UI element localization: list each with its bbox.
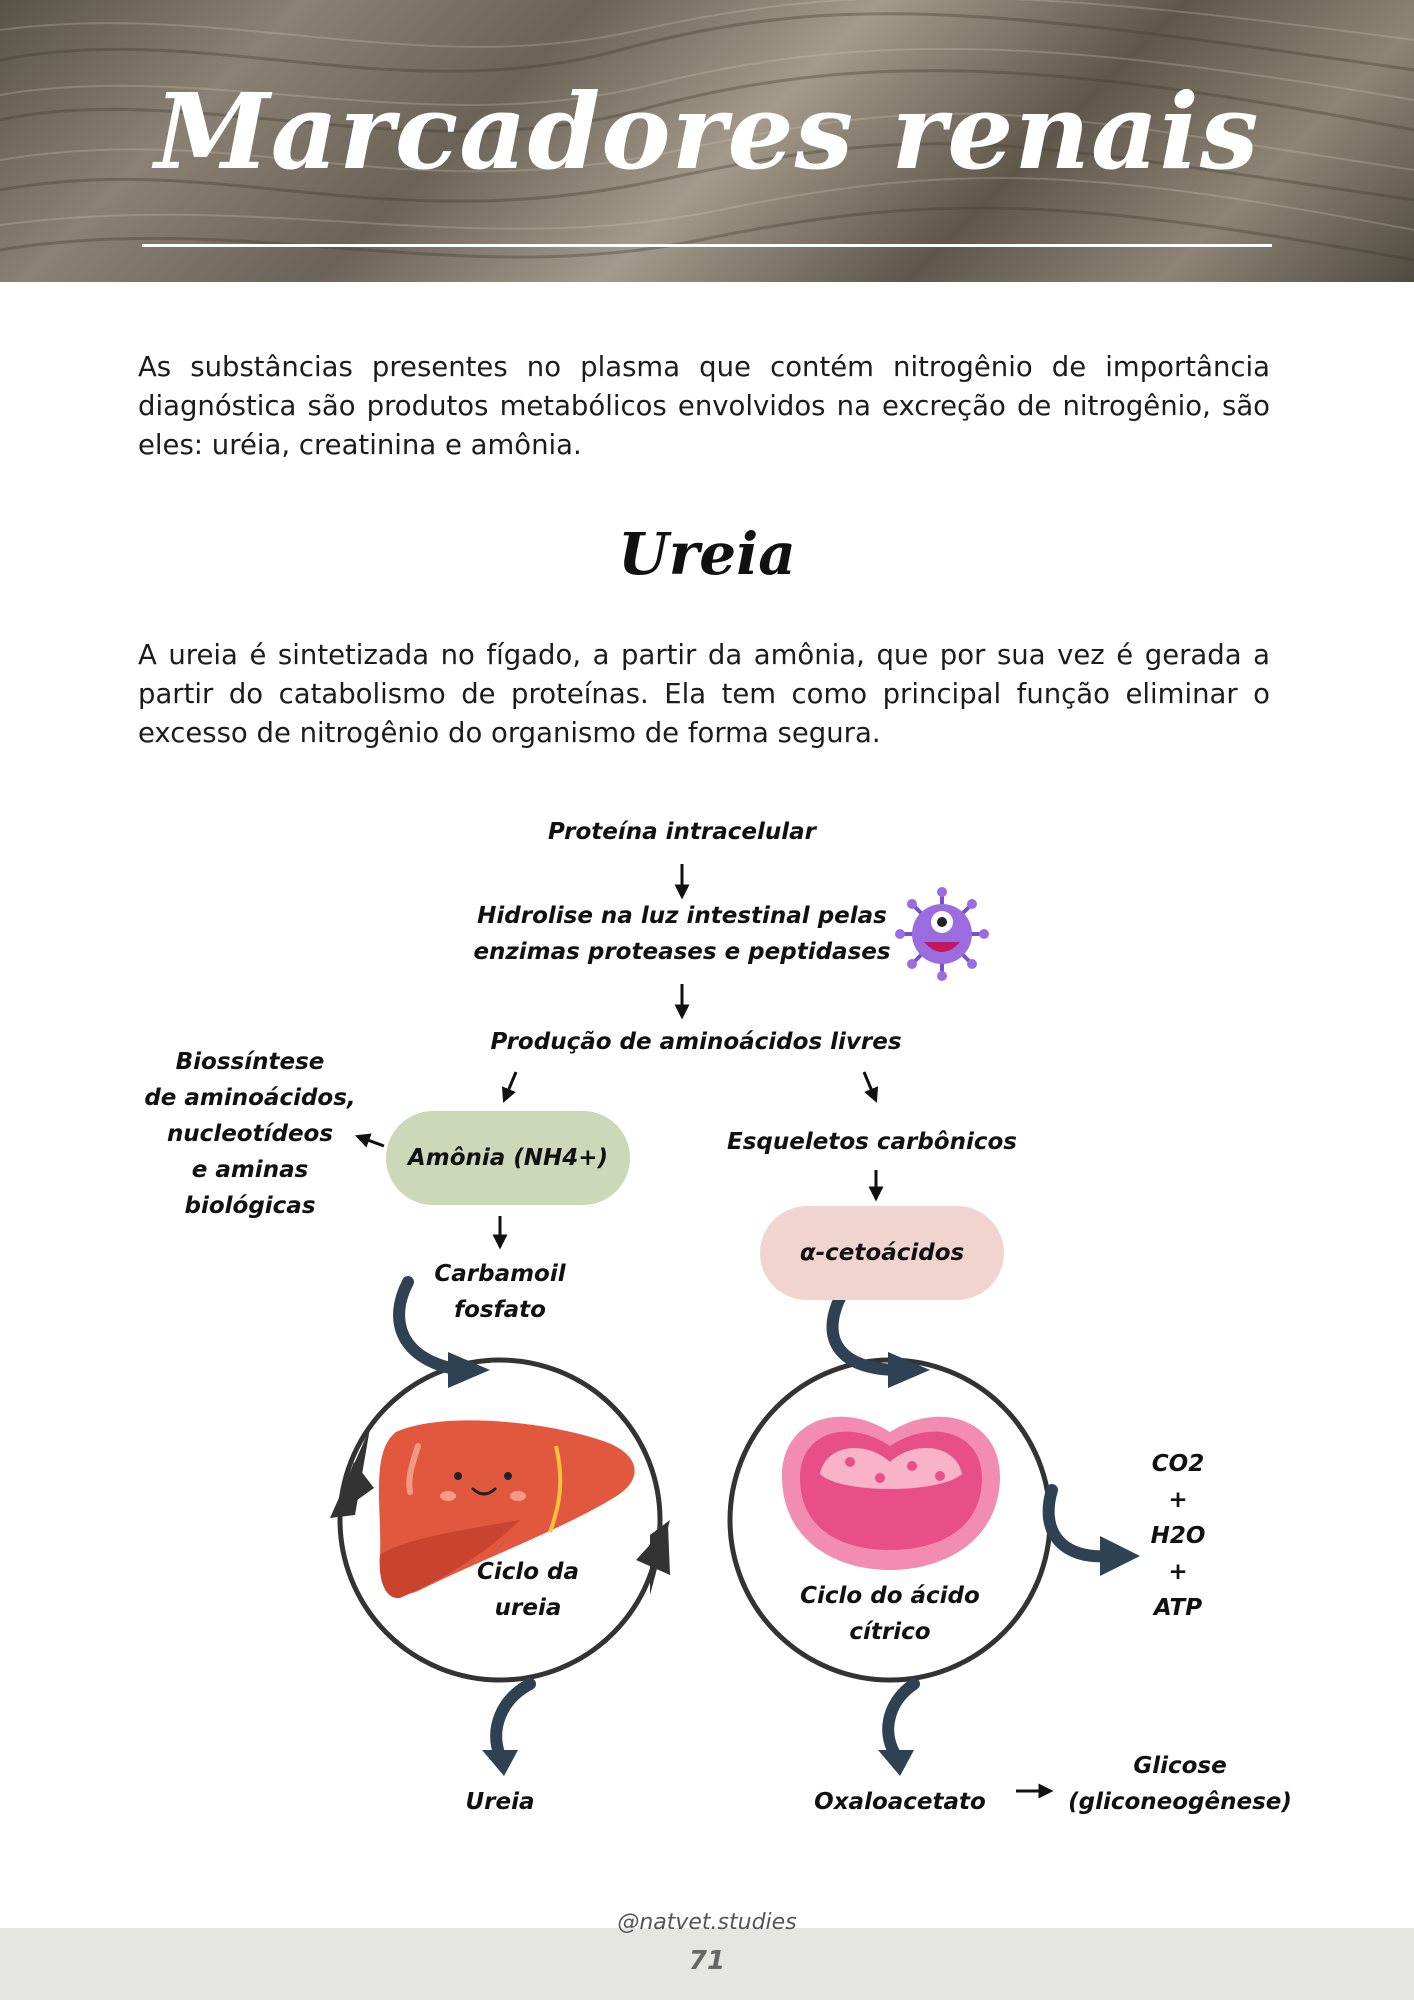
output-h2o: H2O: [1150, 1523, 1206, 1549]
liver-icon: [378, 1420, 635, 1599]
glucose-line-2: (gliconeogênese): [1068, 1789, 1292, 1815]
ammonia-pill: Amônia (NH4+): [386, 1111, 630, 1205]
section-title: Ureia: [618, 520, 796, 588]
glucose-line-1: Glicose: [1133, 1753, 1227, 1779]
biosynthesis-line-4: e aminas: [191, 1157, 309, 1183]
biosynthesis-line-5: biológicas: [184, 1193, 316, 1219]
carbamoyl-line-1: Carbamoil: [434, 1261, 566, 1287]
virus-monster-icon: [895, 887, 989, 981]
citric-cycle-line-1: Ciclo do ácido: [800, 1583, 980, 1609]
biosynthesis-line-3: nucleotídeos: [166, 1121, 334, 1147]
hydrolysis-line-1: Hidrolise na luz intestinal pelas: [477, 903, 887, 929]
title-underline: [142, 244, 1272, 247]
biosynthesis-line-2: de aminoácidos,: [144, 1085, 356, 1111]
page-title: Marcadores renais: [154, 70, 1260, 193]
urea-cycle-ring: [337, 1357, 663, 1683]
dark-curved-arrows: [393, 1276, 1116, 1762]
page-number: 71: [688, 1946, 726, 1976]
carbon-skeletons-label: Esqueletos carbônicos: [727, 1129, 1017, 1155]
author-handle: @natvet.studies: [617, 1910, 797, 1935]
oxaloacetate-label: Oxaloacetato: [814, 1789, 986, 1815]
carbamoyl-line-2: fosfato: [454, 1297, 546, 1323]
amino-acids-label: Produção de aminoácidos livres: [490, 1029, 902, 1055]
sand-texture: [0, 0, 1414, 262]
output-atp: ATP: [1153, 1595, 1203, 1621]
output-co2: CO2: [1151, 1451, 1205, 1477]
header-banner: Marcadores renais: [0, 0, 1414, 282]
urea-cycle-line-1: Ciclo da: [476, 1559, 580, 1585]
footer-bar: [0, 1928, 1414, 2000]
intro-paragraph: As substâncias presentes no plasma que c…: [138, 351, 1270, 461]
keto-acids-pill: α-cetoácidos: [760, 1206, 1004, 1300]
flow-arrows: [354, 864, 1054, 1799]
urea-output-label: Ureia: [465, 1789, 535, 1815]
citric-cycle-line-2: cítrico: [849, 1619, 931, 1645]
protein-label: Proteína intracelular: [547, 819, 817, 845]
urea-cycle-line-2: ureia: [494, 1595, 562, 1621]
output-plus-1: +: [1168, 1487, 1188, 1513]
biosynthesis-line-1: Biossíntese: [175, 1049, 325, 1075]
hydrolysis-line-2: enzimas proteases e peptidases: [473, 939, 891, 965]
output-plus-2: +: [1168, 1559, 1188, 1585]
mitochondria-icon: [782, 1416, 1000, 1570]
section-paragraph: A ureia é sintetizada no fígado, a parti…: [138, 639, 1270, 749]
